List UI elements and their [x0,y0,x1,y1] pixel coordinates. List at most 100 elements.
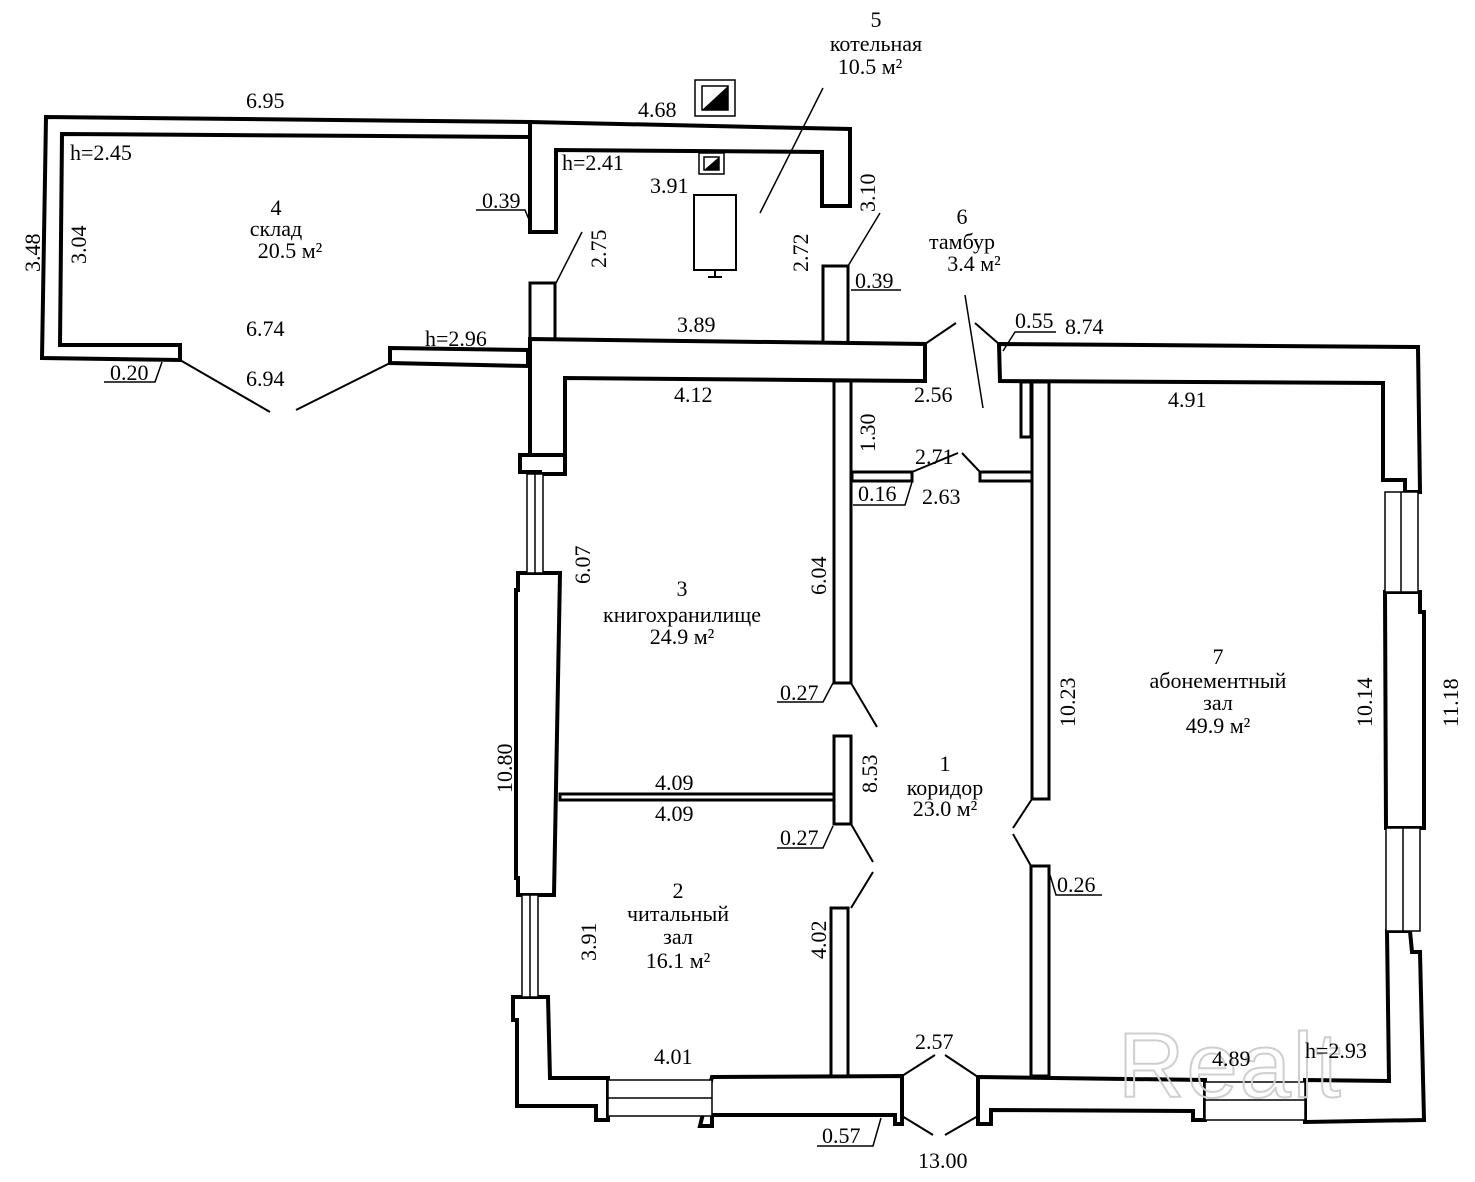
sklad-opening-right [295,362,391,411]
dim-10-23: 10.23 [1055,678,1080,728]
windows [521,473,1421,1121]
room-4-label: 4 склад 20.5 м² [250,195,323,263]
leader-020 [104,361,163,383]
dim-10-14: 10.14 [1352,678,1377,728]
dim-6-04: 6.04 [806,557,831,596]
room-number: 4 [271,195,282,220]
dim-8-53: 8.53 [857,755,882,794]
kotel-walls [528,79,852,346]
dim-0-27b: 0.27 [780,825,819,850]
room-name-2: зал [663,924,693,949]
dim-3-10: 3.10 [855,174,880,213]
room-area: 49.9 м² [1186,713,1251,738]
leader-055 [1002,331,1056,352]
dim-3-91b: 3.91 [576,923,601,962]
dim-4-09a: 4.09 [655,770,694,795]
left-wall-lower [511,995,610,1122]
dim-4-09b: 4.09 [655,801,694,826]
partition-pier-mid [832,734,853,826]
dim-13-00: 13.00 [918,1148,968,1173]
dim-0-39a: 0.39 [482,188,521,213]
room-area: 24.9 м² [650,624,715,649]
room-area: 23.0 м² [913,796,978,821]
dim-0-55: 0.55 [1015,308,1054,333]
vertical-dimension-labels: 3.48 3.04 2.75 2.72 3.10 1.30 6.07 6.04 … [20,174,1463,962]
dim-3-91a: 3.91 [650,173,689,198]
dim-4-68: 4.68 [638,97,677,122]
vent-outer [698,152,725,175]
height-abon: h=2.93 [1305,1038,1367,1063]
room-name: читальный [627,901,729,926]
height-kotel: h=2.41 [562,150,624,175]
room-5-label: 5 котельная 10.5 м² [830,7,922,79]
leader-kotel [759,87,824,214]
door-kniga-1 [850,682,878,728]
door-partition-2 [961,452,981,473]
room-7-label: 7 абонементный зал 49.9 м² [1150,644,1287,738]
dim-3-48: 3.48 [20,234,45,273]
leader-310 [847,212,881,267]
bottom-wall-left [697,1073,904,1128]
dim-6-74: 6.74 [246,316,285,341]
main-walls [511,336,1427,1128]
dim-0-39b: 0.39 [855,268,894,293]
leader-275 [555,231,583,284]
room-area: 16.1 м² [646,948,711,973]
partition-short-2 [978,470,1034,483]
dim-0-16: 0.16 [858,481,897,506]
door-abon-2 [1012,833,1032,867]
dim-4-02: 4.02 [806,921,831,960]
leader-016 [853,481,913,506]
leader-057 [817,1117,882,1147]
dim-11-18: 11.18 [1438,678,1463,727]
leader-027a [777,682,834,703]
partitions [558,379,1051,1078]
dim-0-27a: 0.27 [780,680,819,705]
room-name: абонементный [1150,668,1287,693]
dim-6-07: 6.07 [570,546,595,585]
door-bottom-tr [944,1054,979,1078]
leader-tambur [964,294,984,409]
vent-fill [704,157,719,170]
dim-2-57: 2.57 [915,1029,954,1054]
room-number: 6 [957,204,968,229]
sklad-opening-left [179,359,271,413]
dim-2-56: 2.56 [914,382,953,407]
dim-4-91: 4.91 [1168,387,1207,412]
dim-1-30: 1.30 [855,414,880,453]
dim-3-89: 3.89 [677,312,716,337]
room-name-2: зал [1203,690,1233,715]
dimension-labels: 6.95 4.68 0.39 3.91 0.39 6.74 6.94 0.20 … [110,88,1251,1173]
dim-6-94: 6.94 [246,366,285,391]
height-link: h=2.96 [425,326,487,351]
room-name: книгохранилище [603,602,761,627]
door-abon-1 [1012,798,1033,829]
partition-kniga-corridor [832,379,853,685]
left-wall-mid [514,571,563,897]
chimney-outer [694,79,736,117]
dim-8-74: 8.74 [1065,314,1104,339]
dim-6-95: 6.95 [246,88,285,113]
dim-10-80: 10.80 [492,744,517,794]
leader-027b [777,825,834,849]
partition-short-1 [850,470,914,483]
room-3-label: 3 книгохранилище 24.9 м² [603,576,761,649]
door-top-right [974,322,1000,345]
dim-2-75: 2.75 [586,230,611,269]
dim-2-71: 2.71 [915,444,954,469]
kotel-wall [528,119,852,234]
room-name: коридор [907,775,984,800]
room-name: котельная [830,31,922,56]
room-name: тамбур [929,229,995,254]
door-chital-1 [850,823,874,863]
dim-2-72: 2.72 [788,234,813,273]
dim-0-20: 0.20 [110,360,149,385]
top-wall-right [996,341,1423,494]
door-partition-1 [911,452,959,473]
dim-4-12: 4.12 [674,382,713,407]
door-bottom-tl [901,1054,936,1077]
window-bottom-2 [1204,1081,1306,1121]
dim-0-26: 0.26 [1057,872,1096,897]
partition-tambur-stub [1019,380,1033,439]
